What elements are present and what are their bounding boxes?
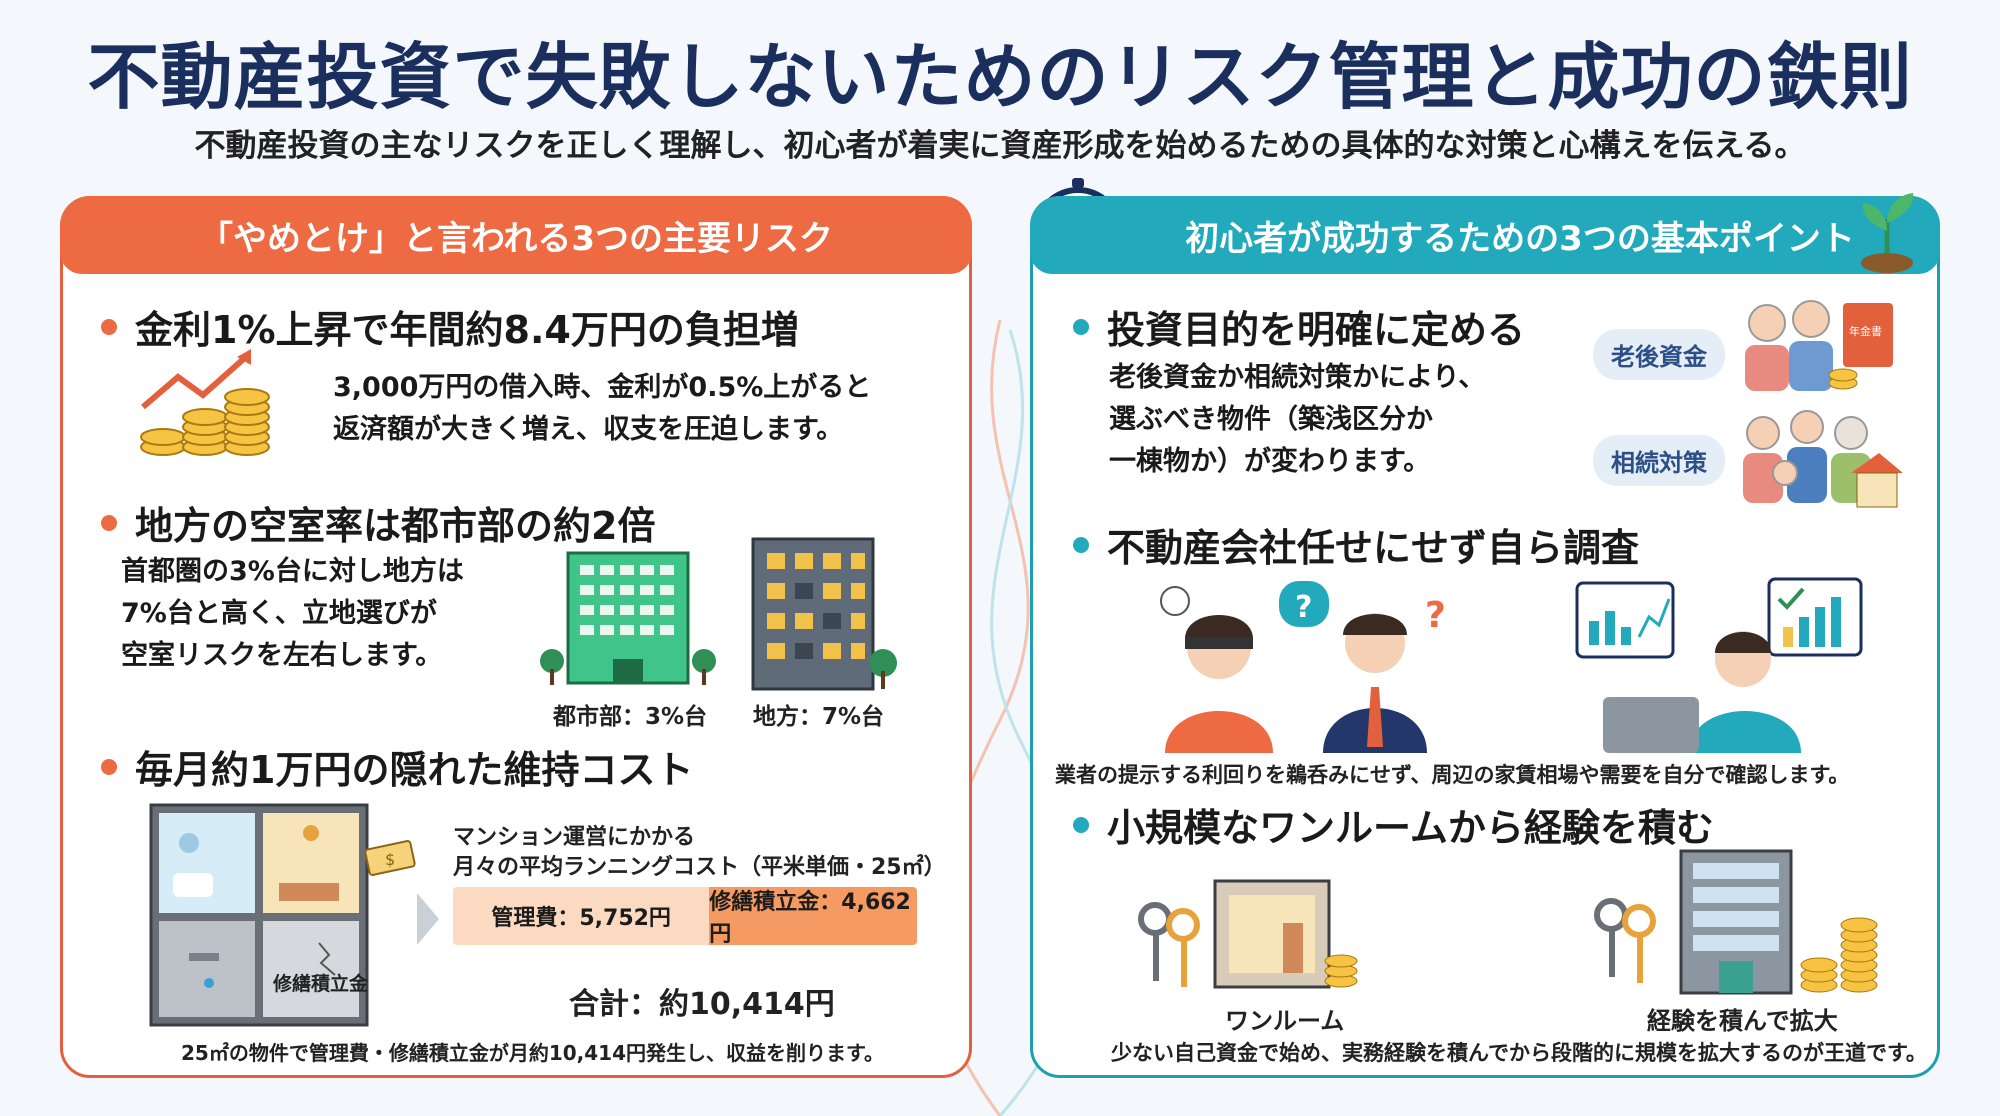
cost-chart-title-2: 月々の平均ランニングコスト（平米単価・25㎡）: [453, 855, 946, 880]
money-bill-icon: $: [364, 840, 416, 876]
apartment-rooms-icon: [149, 803, 369, 1027]
point-goal-title: 投資目的を明確に定める: [1073, 299, 1525, 354]
text-line: 7%台と高く、立地選びが: [121, 598, 437, 629]
urban-building-icon: [540, 551, 716, 685]
pension-book-label: 年金書: [1849, 324, 1882, 338]
maintenance-note: 25㎡の物件で管理費・修繕積立金が月約10,414円発生し、収益を削ります。: [181, 1041, 885, 1065]
risk-vacancy-title-text: 地方の空室率は都市部の約2倍: [135, 504, 656, 548]
bullet-dot: [101, 318, 117, 335]
running-cost-total: 合計：約10,414円: [569, 987, 835, 1022]
point-small-start-title: 小規模なワンルームから経験を積む: [1073, 797, 1714, 852]
family-home-icon: [1743, 410, 1903, 508]
text-line: 選ぶべき物件（築浅区分か: [1109, 404, 1433, 435]
cost-chart-title-1: マンション運営にかかる: [453, 825, 696, 850]
text-line: 一棟物か）が変わります。: [1109, 446, 1431, 477]
text-line: 空室リスクを左右します。: [121, 640, 443, 671]
risk-maintenance-title: 毎月約1万円の隠れた維持コスト: [101, 739, 693, 794]
risks-panel: 「やめとけ」と言われる3つの主要リスク 金利1%上昇で年間約8.4万円の負担増 …: [60, 196, 972, 1078]
tag-inheritance-planning: 相続対策: [1593, 435, 1725, 486]
risk-maintenance-title-text: 毎月約1万円の隠れた維持コスト: [135, 748, 694, 792]
arrow-right-icon: [417, 893, 439, 945]
success-points-panel: 初心者が成功するための3つの基本ポイント 投資目的を明確に定める 老後資金か相続…: [1030, 193, 1940, 1078]
rural-building-icon: [751, 537, 897, 691]
one-room-keys-icon: [1138, 879, 1358, 989]
rising-coins-icon: [140, 349, 270, 456]
text-line: 首都圏の3%台に対し地方は: [121, 556, 464, 587]
risk-interest-title: 金利1%上昇で年間約8.4万円の負担増: [101, 299, 799, 354]
risk-interest-text: 3,000万円の借入時、金利が0.5%上がると 返済額が大きく増え、収支を圧迫し…: [333, 367, 871, 451]
repair-fund-label: 修繕積立金: [273, 973, 369, 995]
success-panel-heading: 初心者が成功するための3つの基本ポイント: [1030, 196, 1940, 274]
urban-caption: 都市部：3%台: [553, 704, 708, 730]
svg-text:$: $: [385, 850, 395, 869]
point-goal-title-text: 投資目的を明確に定める: [1107, 308, 1526, 352]
risk-vacancy-title: 地方の空室率は都市部の約2倍: [101, 495, 655, 550]
bullet-dot: [101, 758, 117, 775]
repair-fund-segment: 修繕積立金：4,662円: [709, 887, 917, 945]
management-fee-segment: 管理費：5,752円: [453, 887, 710, 945]
running-cost-bar: 管理費：5,752円 修繕積立金：4,662円: [453, 887, 917, 945]
page-subtitle: 不動産投資の主なリスクを正しく理解し、初心者が着実に資産形成を始めるための具体的…: [194, 128, 1806, 164]
rural-caption: 地方：7%台: [753, 704, 885, 730]
risk-interest-title-text: 金利1%上昇で年間約8.4万円の負担増: [135, 308, 799, 352]
page-title: 不動産投資で失敗しないためのリスク管理と成功の鉄則: [87, 35, 1913, 119]
risks-panel-heading: 「やめとけ」と言われる3つの主要リスク: [60, 196, 972, 274]
text-line: 3,000万円の借入時、金利が0.5%上がると: [333, 372, 872, 403]
text-line: 老後資金か相続対策かにより、: [1109, 362, 1486, 393]
point-goal-text: 老後資金か相続対策かにより、 選ぶべき物件（築浅区分か 一棟物か）が変わります。: [1109, 357, 1485, 483]
point-research-title-text: 不動産会社任せにせず自ら調査: [1107, 526, 1640, 570]
svg-text:?: ?: [1295, 590, 1312, 625]
point-small-start-title-text: 小規模なワンルームから経験を積む: [1107, 806, 1714, 850]
research-note: 業者の提示する利回りを鵜呑みにせず、周辺の家賃相場や需要を自分で確認します。: [1055, 763, 1850, 787]
expand-portfolio-icon: [1594, 849, 1878, 995]
small-start-note: 少ない自己資金で始め、実務経験を積んでから段階的に規模を拡大するのが王道です。: [1111, 1041, 1927, 1065]
senior-couple-icon: 年金書: [1745, 300, 1893, 391]
bullet-dot: [1073, 536, 1089, 553]
bullet-dot: [1073, 318, 1089, 335]
one-room-caption: ワンルーム: [1225, 1007, 1345, 1035]
risk-vacancy-text: 首都圏の3%台に対し地方は 7%台と高く、立地選びが 空室リスクを左右します。: [121, 551, 464, 677]
bullet-dot: [1073, 816, 1089, 833]
tag-retirement-funds: 老後資金: [1593, 329, 1725, 380]
laptop-research-icon: [1575, 577, 1863, 753]
svg-text:?: ?: [1425, 595, 1446, 636]
text-line: 返済額が大きく増え、収支を圧迫します。: [333, 414, 844, 445]
expand-caption: 経験を積んで拡大: [1647, 1007, 1838, 1035]
bullet-dot: [101, 514, 117, 531]
blindfolded-investor-icon: ? ?: [1160, 581, 1446, 753]
point-research-title: 不動産会社任せにせず自ら調査: [1073, 517, 1639, 572]
sprout-icon: [1861, 193, 1914, 273]
